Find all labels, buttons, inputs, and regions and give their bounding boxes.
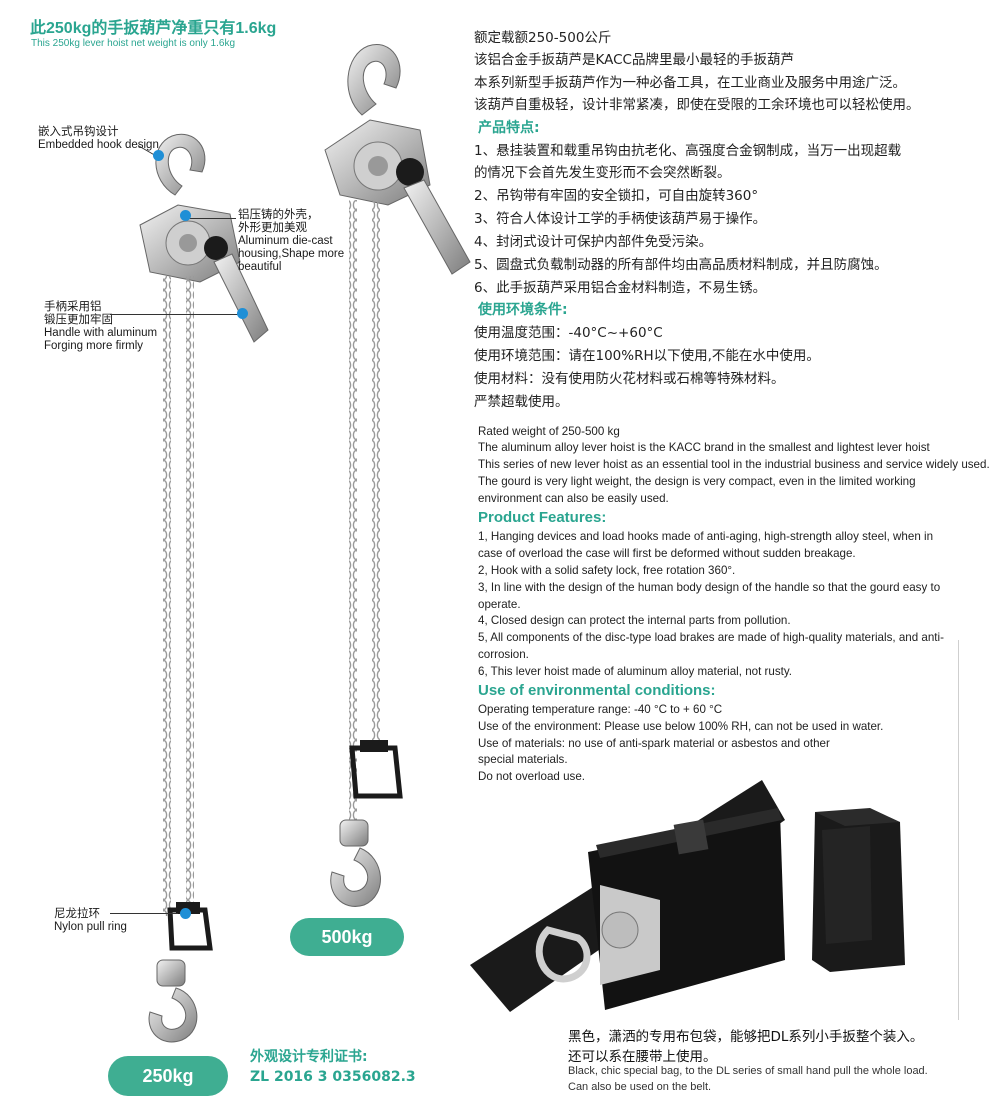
zh-feature-1: 的情况下会首先发生变形而不会突然断裂。 [474,165,731,181]
zh-env-1: 使用环境范围：请在100%RH以下使用,不能在水中使用。 [474,348,820,364]
bag-caption-en2: Can also be used on the belt. [568,1081,712,1093]
bag-caption-zh1: 黑色，潇洒的专用布包袋，能够把DL系列小手扳整个装入。 [568,1029,924,1045]
en-env-3: special materials. [478,753,568,766]
callout-dot [180,908,191,919]
en-intro-2: This series of new lever hoist as an ess… [478,458,990,471]
en-feature-0: 1, Hanging devices and load hooks made o… [478,530,934,543]
en-intro-4: environment can also be easily used. [478,492,669,505]
callout-handle: 手柄采用铝 锻压更加牢固 Handle with aluminum Forgin… [44,301,157,353]
bag-caption-zh2: 还可以系在腰带上使用。 [568,1049,717,1065]
callout-hook: 嵌入式吊钩设计 Embedded hook design [38,126,159,152]
en-env-0: Operating temperature range: -40 °C to +… [478,703,723,716]
en-feature-1: case of overload the case will first be … [478,547,856,560]
callout-housing-en2: housing,Shape more [238,248,345,260]
zh-intro-3: 该葫芦自重极轻，设计非常紧凑，即使在受限的工余环境也可以轻松使用。 [474,97,920,113]
callout-dot [180,210,191,221]
zh-intro-2: 本系列新型手扳葫芦作为一种必备工具，在工业商业及服务中用途广泛。 [474,75,906,91]
zh-intro-1: 该铝合金手扳葫芦是KACC品牌里最小最轻的手扳葫芦 [474,52,794,68]
en-env-1: Use of the environment: Please use below… [478,720,884,733]
zh-feature-6: 6、此手扳葫芦采用铝合金材料制造，不易生锈。 [474,280,767,296]
callout-handle-en1: Handle with aluminum [44,327,158,339]
leader-ring [110,913,178,914]
callout-housing: 铝压铸的外壳， 外形更加美观 Aluminum die-cast housing… [238,209,344,274]
callout-ring-zh: 尼龙拉环 [54,908,100,920]
en-feature-4: operate. [478,598,521,611]
callout-ring: 尼龙拉环 Nylon pull ring [54,908,127,934]
callout-ring-en: Nylon pull ring [54,921,127,933]
zh-env-2: 使用材料：没有使用防火花材料或石棉等特殊材料。 [474,371,785,387]
bag-caption-en1: Black, chic special bag, to the DL serie… [568,1065,928,1077]
zh-feature-4: 4、封闭式设计可保护内部件免受污染。 [474,234,713,250]
callout-housing-zh2: 外形更加美观 [238,222,307,234]
en-intro-0: Rated weight of 250-500 kg [478,425,620,438]
callout-dot [237,308,248,319]
en-env-title: Use of environmental conditions: [478,682,716,699]
bag-photo [470,780,905,1012]
callout-housing-zh1: 铝压铸的外壳， [238,209,319,221]
zh-feature-3: 3、符合人体设计工学的手柄使该葫芦易于操作。 [474,211,767,227]
callout-housing-en3: beautiful [238,261,282,273]
callout-housing-en1: Aluminum die-cast [238,235,333,247]
en-feature-5: 4, Closed design can protect the interna… [478,614,791,627]
zh-env-3: 严禁超载使用。 [474,394,569,410]
hoist-500kg [324,44,471,907]
callout-dot [153,150,164,161]
leader-housing [188,218,236,219]
zh-env-title: 使用环境条件: [478,302,568,318]
zh-features-title: 产品特点: [478,120,540,136]
badge-250kg: 250kg [108,1056,228,1096]
zh-feature-5: 5、圆盘式负载制动器的所有部件均由高品质材料制成，并且防腐蚀。 [474,257,888,273]
en-feature-3: 3, In line with the design of the human … [478,581,941,594]
zh-intro-0: 额定载额250-500公斤 [474,30,612,46]
en-feature-7: corrosion. [478,648,529,661]
en-feature-8: 6, This lever hoist made of aluminum all… [478,665,793,678]
zh-env-0: 使用温度范围：-40°C~+60°C [474,325,663,341]
callout-handle-zh1: 手柄采用铝 [44,301,102,313]
patent-title: 外观设计专利证书: [250,1049,368,1065]
callout-hook-en: Embedded hook design [38,139,159,151]
patent-number: ZL 2016 3 0356082.3 [250,1069,416,1085]
en-features-title: Product Features: [478,509,607,526]
leader-handle [110,314,238,315]
divider [958,640,959,1020]
callout-hook-zh: 嵌入式吊钩设计 [38,126,119,138]
en-env-4: Do not overload use. [478,770,585,783]
badge-500kg: 500kg [290,918,404,956]
en-intro-1: The aluminum alloy lever hoist is the KA… [478,441,930,454]
callout-handle-zh2: 锻压更加牢固 [44,314,113,326]
en-feature-6: 5, All components of the disc-type load … [478,631,944,644]
headline-zh: 此250kg的手扳葫芦净重只有1.6kg [30,20,277,37]
hoist-250kg [139,133,269,1043]
en-feature-2: 2, Hook with a solid safety lock, free r… [478,564,736,577]
headline-en: This 250kg lever hoist net weight is onl… [31,38,235,49]
zh-feature-0: 1、悬挂装置和载重吊钩由抗老化、高强度合金钢制成，当万一出现超载 [474,143,902,159]
zh-feature-2: 2、吊钩带有牢固的安全锁扣，可自由旋转360° [474,188,759,204]
en-env-2: Use of materials: no use of anti-spark m… [478,737,830,750]
callout-handle-en2: Forging more firmly [44,340,144,352]
en-intro-3: The gourd is very light weight, the desi… [478,475,916,488]
